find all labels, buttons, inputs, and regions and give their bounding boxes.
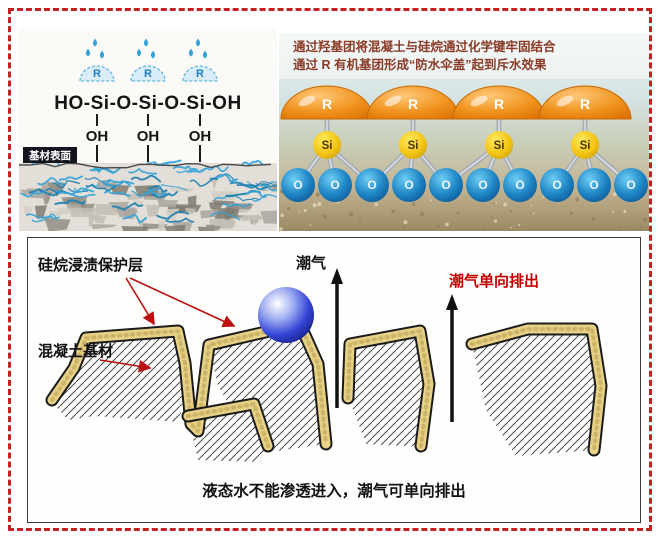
svg-text:Si: Si xyxy=(408,140,419,152)
svg-text:R: R xyxy=(196,68,204,80)
umbrella-dome xyxy=(538,85,632,120)
oxygen-sphere xyxy=(577,168,611,202)
concrete-block xyxy=(472,329,601,456)
vapor-arrow-up xyxy=(446,294,458,422)
bottom-caption: 液态水不能渗透进入，潮气可单向排出 xyxy=(202,481,466,500)
svg-text:OH: OH xyxy=(189,128,212,145)
panel-silane-formula: R R R HO-Si-O-Si-O-Si-OH OH OH OH 基材表面 xyxy=(19,29,277,231)
svg-text:O: O xyxy=(552,178,561,192)
svg-text:O: O xyxy=(404,178,413,192)
oxygen-sphere xyxy=(355,168,389,202)
svg-text:OH: OH xyxy=(137,128,160,145)
svg-text:O: O xyxy=(478,178,487,192)
silicon-sphere xyxy=(485,131,513,159)
coating-label: 硅烷浸渍保护层 xyxy=(38,256,143,274)
red-dashed-border xyxy=(8,8,652,531)
oxygen-sphere xyxy=(429,168,463,202)
svg-text:R: R xyxy=(494,96,504,112)
oxygen-sphere xyxy=(614,168,648,202)
svg-text:R: R xyxy=(408,96,418,112)
vapor-arrow-up xyxy=(331,268,343,408)
silane-formula-diagram: R R R HO-Si-O-Si-O-Si-OH OH OH OH 基材表面 xyxy=(19,38,277,231)
silicon-sphere xyxy=(313,131,341,159)
silicon-sphere xyxy=(571,131,599,159)
surface-label: 基材表面 xyxy=(28,149,71,162)
oxygen-sphere xyxy=(540,168,574,202)
svg-text:R: R xyxy=(93,68,101,80)
bond-lines: OH OH OH xyxy=(86,114,212,162)
svg-text:R: R xyxy=(144,68,152,80)
panel-molecule-model: 通过羟基团将混凝土与硅烷通过化学键牢固结合 通过 R 有机基团形成“防水伞盖”起… xyxy=(279,33,649,231)
substrate-texture xyxy=(19,156,277,231)
svg-text:O: O xyxy=(330,178,339,192)
moisture-sphere xyxy=(258,287,314,343)
molecule-model-diagram: 通过羟基团将混凝土与硅烷通过化学键牢固结合 通过 R 有机基团形成“防水伞盖”起… xyxy=(279,33,649,231)
concrete-block xyxy=(209,323,325,452)
content-area: R R R HO-Si-O-Si-O-Si-OH OH OH OH 基材表面 xyxy=(11,11,649,528)
concrete-block xyxy=(348,331,429,447)
svg-text:OH: OH xyxy=(86,128,109,145)
svg-text:O: O xyxy=(441,178,450,192)
arrowhead xyxy=(331,268,343,284)
svg-text:O: O xyxy=(515,178,524,192)
svg-text:Si: Si xyxy=(322,140,333,152)
caption-backdrop xyxy=(279,33,649,79)
svg-text:O: O xyxy=(626,178,635,192)
arrowhead xyxy=(446,294,458,310)
cross-section-diagram: 硅烷浸渍保护层 混凝土基材 潮气 潮气单向排出 液态水不能渗透进入，潮气可单向排… xyxy=(38,254,608,500)
one-way-label: 潮气单向排出 xyxy=(449,272,539,290)
surface-label-box xyxy=(23,147,77,163)
svg-text:R: R xyxy=(322,96,332,112)
panel-cross-section: 硅烷浸渍保护层 混凝土基材 潮气 潮气单向排出 液态水不能渗透进入，潮气可单向排… xyxy=(27,237,641,523)
oxygen-sphere xyxy=(392,168,426,202)
silane-coating-layer xyxy=(45,317,608,457)
silane-formula-text: HO-Si-O-Si-O-Si-OH xyxy=(54,93,241,114)
silane-molecule-network: O O O O O O O O O O Si Si Si Si R R R R xyxy=(280,85,648,202)
svg-text:O: O xyxy=(589,178,598,192)
oxygen-sphere xyxy=(466,168,500,202)
oxygen-sphere xyxy=(503,168,537,202)
substrate-label: 混凝土基材 xyxy=(38,342,113,360)
molecule-caption-line2: 通过 R 有机基团形成“防水伞盖”起到斥水效果 xyxy=(293,57,547,72)
oxygen-sphere xyxy=(318,168,352,202)
silicon-sphere xyxy=(399,131,427,159)
svg-text:Si: Si xyxy=(580,140,591,152)
svg-text:O: O xyxy=(367,178,376,192)
svg-text:R: R xyxy=(580,96,590,112)
label-leader-lines xyxy=(99,277,236,373)
oxygen-sphere xyxy=(281,168,315,202)
svg-text:O: O xyxy=(293,178,302,192)
svg-text:Si: Si xyxy=(494,140,505,152)
molecule-caption-line1: 通过羟基团将混凝土与硅烷通过化学键牢固结合 xyxy=(293,39,556,54)
moisture-label: 潮气 xyxy=(296,254,326,272)
